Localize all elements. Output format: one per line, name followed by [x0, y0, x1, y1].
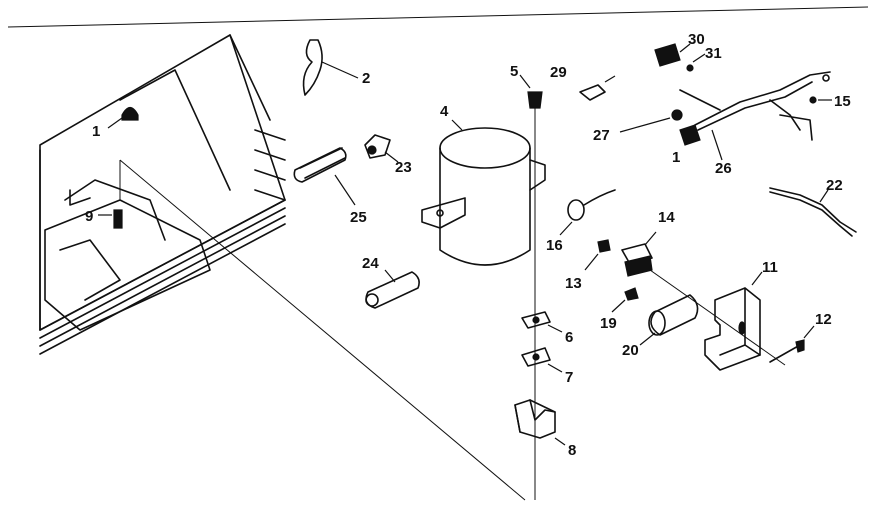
callout-29: 29 — [550, 64, 567, 81]
callout-13: 13 — [565, 275, 582, 292]
callout-25: 25 — [350, 209, 367, 226]
part-9-bolt — [98, 209, 123, 229]
part-14-relay-box — [621, 231, 657, 277]
callout-14: 14 — [658, 209, 675, 226]
callout-2: 2 — [362, 70, 370, 87]
callout-24: 24 — [362, 255, 379, 272]
callout-27: 27 — [593, 127, 610, 144]
part-29-bracket — [579, 75, 616, 101]
callout-20: 20 — [622, 342, 639, 359]
part-2-clip — [302, 39, 359, 96]
callout-16: 16 — [546, 237, 563, 254]
callout-15: 15 — [834, 93, 851, 110]
part-8-bracket — [514, 399, 566, 446]
callout-22: 22 — [826, 177, 843, 194]
assembly-leader-line — [649, 269, 786, 366]
part-31-screw — [686, 53, 706, 72]
mounting-leader-line — [119, 159, 526, 501]
part-7-mount — [521, 347, 563, 373]
callout-1: 1 — [92, 123, 100, 140]
part-12-screw — [769, 325, 815, 363]
callout-7: 7 — [565, 369, 573, 386]
part-6-mount — [521, 311, 563, 333]
callout-6: 6 — [565, 329, 573, 346]
callout-23: 23 — [395, 159, 412, 176]
part-11-cover — [704, 271, 763, 371]
part-26-wire-harness — [679, 71, 831, 161]
part-25-tube — [293, 147, 356, 206]
callout-26: 26 — [715, 160, 732, 177]
top-border-line — [7, 6, 869, 28]
part-23-clip — [364, 134, 399, 163]
part-13-relay — [584, 239, 611, 271]
part-15-screw — [809, 96, 832, 104]
part-22-wire — [769, 187, 857, 237]
part-20-capacitor — [639, 294, 699, 346]
callout-8: 8 — [568, 442, 576, 459]
callout-31: 31 — [705, 45, 722, 62]
callout-30: 30 — [688, 31, 705, 48]
callout-11: 11 — [762, 259, 778, 276]
cabinet-assembly — [39, 34, 286, 355]
callout-9: 9 — [85, 208, 93, 225]
part-5-grommet — [519, 74, 543, 109]
callout-19: 19 — [600, 315, 617, 332]
callout-1b: 1 — [672, 149, 680, 166]
callout-5: 5 — [510, 63, 518, 80]
part-19-clip — [611, 287, 639, 313]
part-4-compressor — [421, 119, 546, 266]
part-24-capacitor — [365, 269, 420, 309]
callout-4: 4 — [440, 103, 449, 120]
part-30-connector — [654, 43, 691, 67]
callout-12: 12 — [815, 311, 832, 328]
part-1-light-socket — [107, 106, 139, 129]
part-16-protector — [559, 189, 616, 236]
part-27-grommet — [619, 109, 683, 133]
